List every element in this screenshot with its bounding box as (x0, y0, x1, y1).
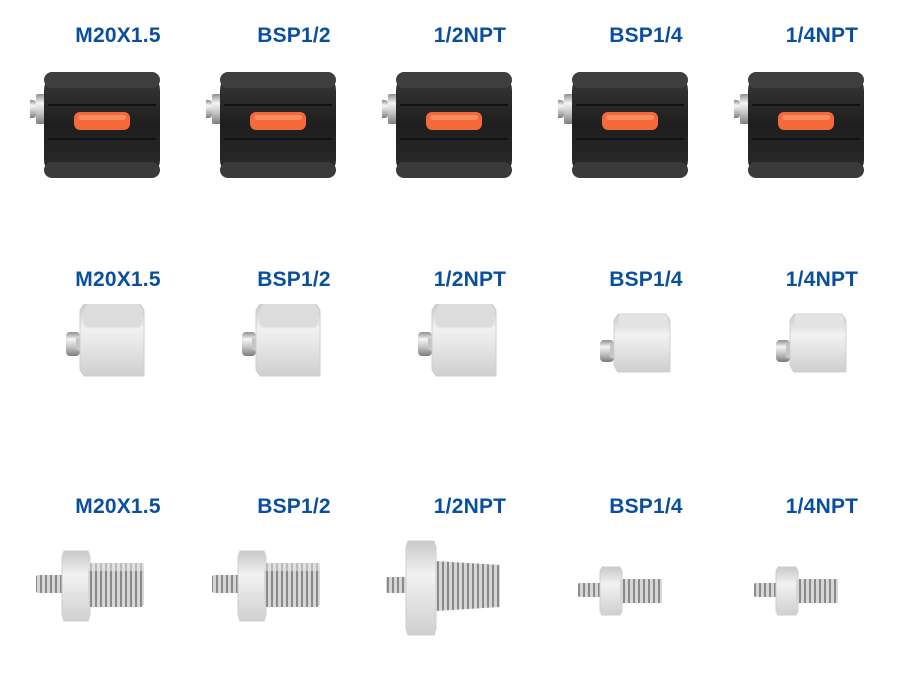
knob-adapter-icon (558, 60, 734, 180)
knob-adapter-icon (734, 60, 900, 180)
knob-adapter-icon (206, 60, 382, 180)
female-hex-adapter-icon (30, 304, 206, 424)
adapter-grid: M20X1.5 BSP1/2 1/2NPT BSP1/4 1/4NPT (30, 0, 900, 636)
knob-adapter-icon (30, 60, 206, 180)
female-hex-adapter-icon (734, 304, 900, 424)
product-cell: 1/2NPT (382, 24, 558, 224)
male-threaded-adapter-icon (30, 531, 206, 651)
thread-size-label: 1/4NPT (785, 495, 859, 518)
product-cell: M20X1.5 (30, 268, 206, 468)
male-threaded-adapter-icon (558, 531, 734, 651)
thread-size-label: BSP1/4 (609, 495, 683, 518)
thread-size-label: BSP1/2 (257, 24, 331, 47)
thread-size-label: BSP1/4 (609, 268, 683, 291)
female-hex-adapter-icon (558, 304, 734, 424)
product-cell: 1/4NPT (734, 268, 900, 468)
product-cell: BSP1/4 (558, 268, 734, 468)
male-threaded-adapter-icon (206, 531, 382, 651)
product-cell: 1/2NPT (382, 495, 558, 695)
product-cell: BSP1/4 (558, 24, 734, 224)
product-cell: 1/4NPT (734, 24, 900, 224)
thread-size-label: M20X1.5 (75, 268, 161, 291)
female-hex-adapter-icon (382, 304, 558, 424)
row-quick-connect: M20X1.5 BSP1/2 1/2NPT BSP1/4 1/4NPT (30, 24, 900, 224)
product-cell: 1/4NPT (734, 495, 900, 695)
thread-size-label: 1/2NPT (433, 495, 507, 518)
product-cell: M20X1.5 (30, 24, 206, 224)
product-cell: BSP1/4 (558, 495, 734, 695)
thread-size-label: 1/2NPT (433, 268, 507, 291)
male-threaded-adapter-icon (382, 531, 558, 651)
row-female-hex: M20X1.5 BSP1/2 1/2NPT BSP1/4 1/4NPT (30, 268, 900, 468)
thread-size-label: BSP1/4 (609, 24, 683, 47)
product-cell: BSP1/2 (206, 268, 382, 468)
knob-adapter-icon (382, 60, 558, 180)
thread-size-label: BSP1/2 (257, 495, 331, 518)
female-hex-adapter-icon (206, 304, 382, 424)
product-cell: BSP1/2 (206, 24, 382, 224)
thread-size-label: M20X1.5 (75, 24, 161, 47)
thread-size-label: M20X1.5 (75, 495, 161, 518)
thread-size-label: 1/4NPT (785, 268, 859, 291)
thread-size-label: 1/4NPT (785, 24, 859, 47)
male-threaded-adapter-icon (734, 531, 900, 651)
thread-size-label: BSP1/2 (257, 268, 331, 291)
thread-size-label: 1/2NPT (433, 24, 507, 47)
row-male-threaded: M20X1.5 BSP1/2 1/2NPT BSP1/4 1/4NPT (30, 495, 900, 695)
product-cell: BSP1/2 (206, 495, 382, 695)
product-cell: M20X1.5 (30, 495, 206, 695)
product-cell: 1/2NPT (382, 268, 558, 468)
